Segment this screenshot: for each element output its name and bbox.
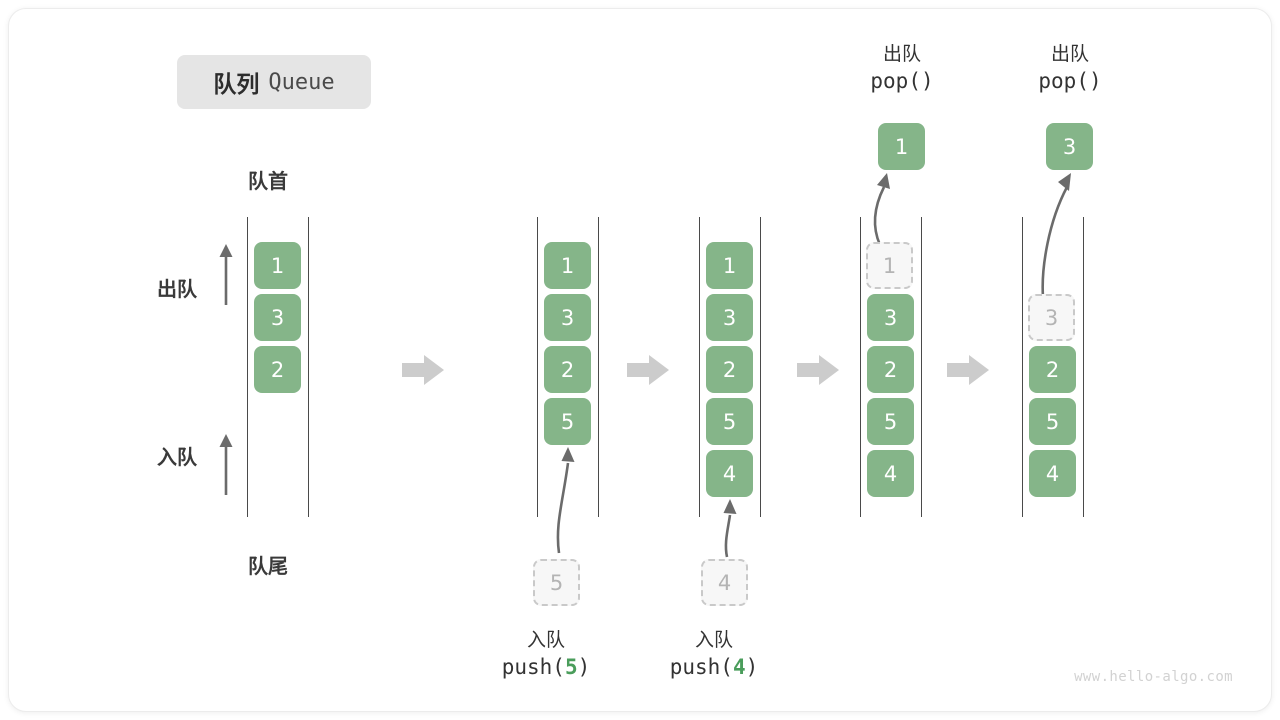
queue-cell: 2 xyxy=(544,346,591,393)
queue-cell: 3 xyxy=(254,294,301,341)
pop2-cn: 出队 xyxy=(1050,43,1089,65)
pop-arrow-icon xyxy=(873,173,890,246)
transition-arrow-icon xyxy=(797,355,839,385)
pop1-cn: 出队 xyxy=(882,43,921,65)
rail-left-col1 xyxy=(247,217,248,517)
queue-cell: 5 xyxy=(867,398,914,445)
incoming-ghost-cell: 4 xyxy=(701,559,748,606)
queue-cell: 4 xyxy=(867,450,914,497)
push5-cn: 入队 xyxy=(526,629,565,651)
pop2-label: 出队 pop() xyxy=(995,41,1145,96)
push5-code: push(5) xyxy=(501,655,591,680)
queue-cell: 5 xyxy=(706,398,753,445)
dequeue-arrow-icon xyxy=(219,244,233,305)
rail-left-col2 xyxy=(537,217,538,517)
transition-arrow-icon xyxy=(627,355,669,385)
front-label: 队首 xyxy=(248,169,288,193)
queue-cell: 2 xyxy=(1029,346,1076,393)
push5-label: 入队 push(5) xyxy=(471,627,621,682)
transition-arrow-icon xyxy=(402,355,444,385)
enqueue-arrow-icon xyxy=(219,434,233,495)
rail-right-col5 xyxy=(1083,217,1084,517)
queue-cell: 3 xyxy=(544,294,591,341)
transition-arrow-icon xyxy=(947,355,989,385)
push-arrow-icon xyxy=(723,499,737,558)
rail-left-col5 xyxy=(1022,217,1023,517)
push4-code: push(4) xyxy=(669,655,759,680)
queue-cell: 4 xyxy=(1029,450,1076,497)
pop2-code: pop() xyxy=(1038,69,1102,94)
watermark: www.hello-algo.com xyxy=(1074,669,1233,685)
pop1-label: 出队 pop() xyxy=(827,41,977,96)
queue-cell: 2 xyxy=(254,346,301,393)
popped-cell: 3 xyxy=(1046,123,1093,170)
rail-right-col3 xyxy=(760,217,761,517)
push4-cn: 入队 xyxy=(694,629,733,651)
diagram-card: 队列 Queue 队首 队尾 出队 入队 1 3 2 1 3 2 5 5 入队 … xyxy=(8,8,1272,712)
queue-cell-ghost: 3 xyxy=(1028,294,1075,341)
title-badge: 队列 Queue xyxy=(177,55,371,109)
push4-label: 入队 push(4) xyxy=(639,627,789,682)
queue-cell: 3 xyxy=(867,294,914,341)
queue-cell: 3 xyxy=(706,294,753,341)
incoming-ghost-cell: 5 xyxy=(533,559,580,606)
queue-cell: 2 xyxy=(706,346,753,393)
dequeue-label: 出队 xyxy=(157,277,197,301)
rail-left-col4 xyxy=(860,217,861,517)
title-en: Queue xyxy=(268,69,335,95)
queue-cell: 5 xyxy=(544,398,591,445)
rear-label: 队尾 xyxy=(248,554,288,578)
rail-right-col4 xyxy=(921,217,922,517)
rail-right-col1 xyxy=(308,217,309,517)
queue-cell: 1 xyxy=(544,242,591,289)
popped-cell: 1 xyxy=(878,123,925,170)
title-cn: 队列 xyxy=(213,72,260,98)
queue-cell: 1 xyxy=(706,242,753,289)
pop-arrow-icon xyxy=(1041,173,1071,298)
rail-right-col2 xyxy=(598,217,599,517)
rail-left-col3 xyxy=(699,217,700,517)
pop1-code: pop() xyxy=(870,69,934,94)
queue-cell: 1 xyxy=(254,242,301,289)
enqueue-label: 入队 xyxy=(157,445,197,469)
queue-cell-ghost: 1 xyxy=(866,242,913,289)
push-arrow-icon xyxy=(556,447,575,554)
queue-cell: 4 xyxy=(706,450,753,497)
queue-cell: 5 xyxy=(1029,398,1076,445)
queue-cell: 2 xyxy=(867,346,914,393)
